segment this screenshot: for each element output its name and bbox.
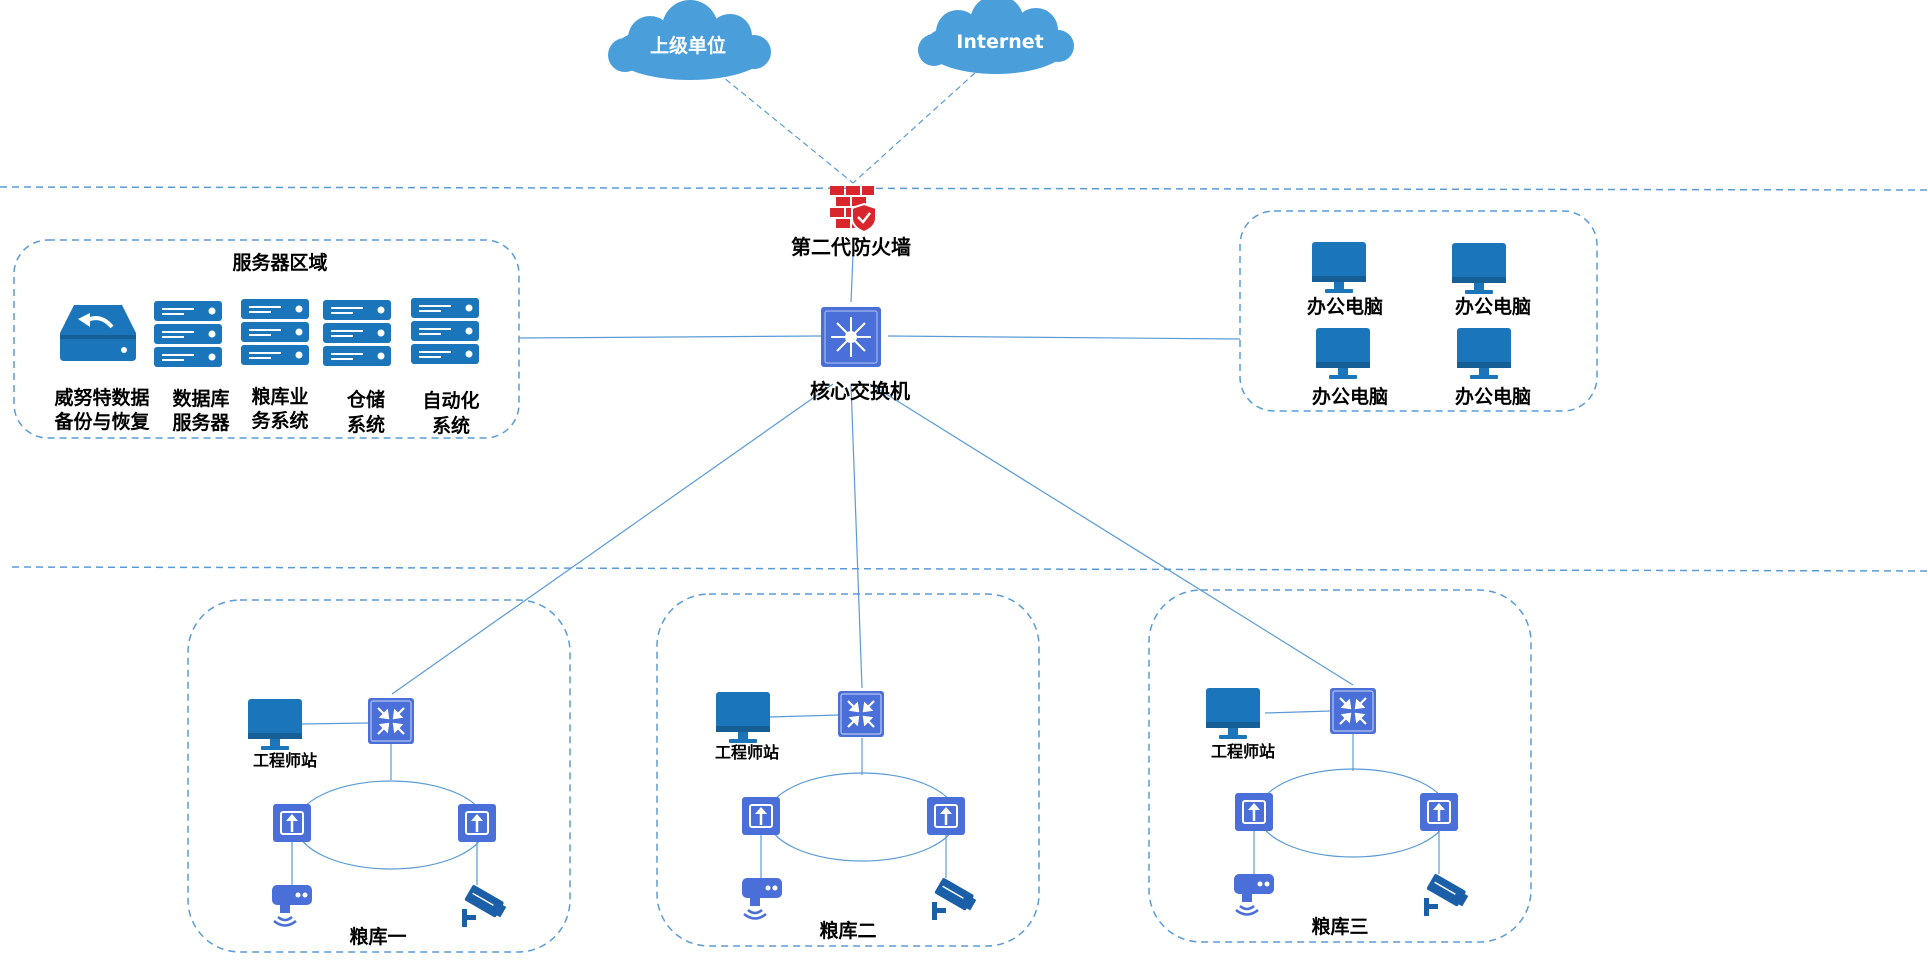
server-item-label: 务系统 bbox=[251, 409, 308, 432]
link-upper-unit-firewall bbox=[717, 72, 854, 184]
server-zone-title: 服务器区域 bbox=[232, 251, 327, 274]
depot-business-server-icon bbox=[240, 298, 310, 366]
server-item-label: 数据库 bbox=[172, 387, 229, 410]
depot-name: 粮库三 bbox=[1311, 915, 1368, 938]
server-item-label: 系统 bbox=[347, 413, 385, 436]
storage-server-icon bbox=[322, 299, 392, 367]
server-item-labels: 威努特数据 备份与恢复 数据库 服务器 粮库业 务系统 仓储 系统 自动化 系统 bbox=[53, 385, 479, 437]
office-pc-icon bbox=[1452, 243, 1506, 294]
server-item-label: 自动化 bbox=[422, 389, 479, 412]
aggregation-switch-icon bbox=[1328, 686, 1378, 736]
link-firewall-core bbox=[850, 254, 854, 303]
ring-switch-icon bbox=[1233, 791, 1275, 833]
depot-name: 粮库一 bbox=[349, 925, 406, 948]
link-core-depot-2 bbox=[850, 383, 863, 689]
server-zone-box bbox=[13, 239, 520, 439]
core-switch-label: 核心交换机 bbox=[810, 379, 910, 403]
link-core-depot-1 bbox=[391, 383, 834, 695]
office-pc-icon bbox=[1457, 328, 1511, 379]
server-item-label: 系统 bbox=[432, 414, 470, 437]
cloud-internet: Internet bbox=[918, 0, 1074, 74]
cloud-upper-unit: 上级单位 bbox=[608, 0, 771, 80]
backup-device-icon bbox=[60, 305, 136, 361]
engineer-workstation-label: 工程师站 bbox=[253, 751, 317, 770]
engineer-workstation-icon bbox=[716, 692, 770, 743]
camera-icon bbox=[461, 883, 509, 928]
engineer-workstation-icon bbox=[248, 699, 302, 750]
office-zone-box bbox=[1239, 210, 1598, 412]
camera-icon bbox=[1423, 872, 1471, 917]
link-core-office-zone bbox=[887, 335, 1241, 340]
engineer-workstation-label: 工程师站 bbox=[1211, 742, 1275, 761]
firewall-label: 第二代防火墙 bbox=[791, 235, 911, 259]
server-item-label: 备份与恢复 bbox=[53, 410, 150, 433]
server-item-label: 粮库业 bbox=[251, 385, 308, 408]
link-core-depot-3 bbox=[869, 383, 1354, 686]
server-item-label: 仓储 bbox=[346, 388, 385, 411]
link-internet-firewall bbox=[852, 72, 976, 184]
office-pc-label: 办公电脑 bbox=[1312, 385, 1388, 408]
depot-2: 工程师站 粮库二 bbox=[715, 689, 979, 942]
ring-switch-icon bbox=[271, 802, 313, 844]
office-pc-label: 办公电脑 bbox=[1455, 385, 1531, 408]
ring-switch-icon bbox=[1418, 791, 1460, 833]
engineer-workstation-icon bbox=[1206, 688, 1260, 739]
depot-3: 工程师站 粮库三 bbox=[1206, 686, 1471, 938]
core-switch-icon bbox=[821, 307, 881, 367]
office-pc-icon bbox=[1312, 242, 1366, 293]
zone-separator-top bbox=[0, 186, 1928, 191]
ring-switch-icon bbox=[740, 795, 782, 837]
sensor-device-icon bbox=[270, 883, 314, 927]
camera-icon bbox=[931, 876, 979, 921]
database-server-icon bbox=[153, 300, 223, 368]
server-item-label: 威努特数据 bbox=[54, 386, 149, 409]
aggregation-switch-icon bbox=[836, 689, 886, 739]
office-pc-label: 办公电脑 bbox=[1307, 295, 1383, 318]
ring-switch-icon bbox=[456, 802, 498, 844]
office-pc-label: 办公电脑 bbox=[1455, 295, 1531, 318]
depot-zone-box-3 bbox=[1148, 589, 1532, 943]
sensor-device-icon bbox=[740, 876, 784, 920]
zone-separator-middle bbox=[11, 566, 1928, 572]
automation-server-icon bbox=[410, 297, 480, 365]
link-core-server-zone bbox=[518, 335, 822, 339]
cloud-upper-unit-label: 上级单位 bbox=[650, 34, 726, 57]
depot-1: 工程师站 粮库一 bbox=[248, 696, 509, 948]
firewall-icon bbox=[830, 186, 877, 234]
cloud-internet-label: Internet bbox=[956, 31, 1043, 53]
aggregation-switch-icon bbox=[366, 696, 416, 746]
depot-zone-box-2 bbox=[656, 593, 1040, 947]
sensor-device-icon bbox=[1232, 872, 1276, 916]
server-item-label: 服务器 bbox=[172, 411, 230, 434]
engineer-workstation-label: 工程师站 bbox=[715, 743, 779, 762]
depot-zone-box-1 bbox=[187, 599, 571, 953]
depot-name: 粮库二 bbox=[819, 919, 876, 942]
ring-switch-icon bbox=[925, 795, 967, 837]
office-pc-icon bbox=[1316, 328, 1370, 379]
